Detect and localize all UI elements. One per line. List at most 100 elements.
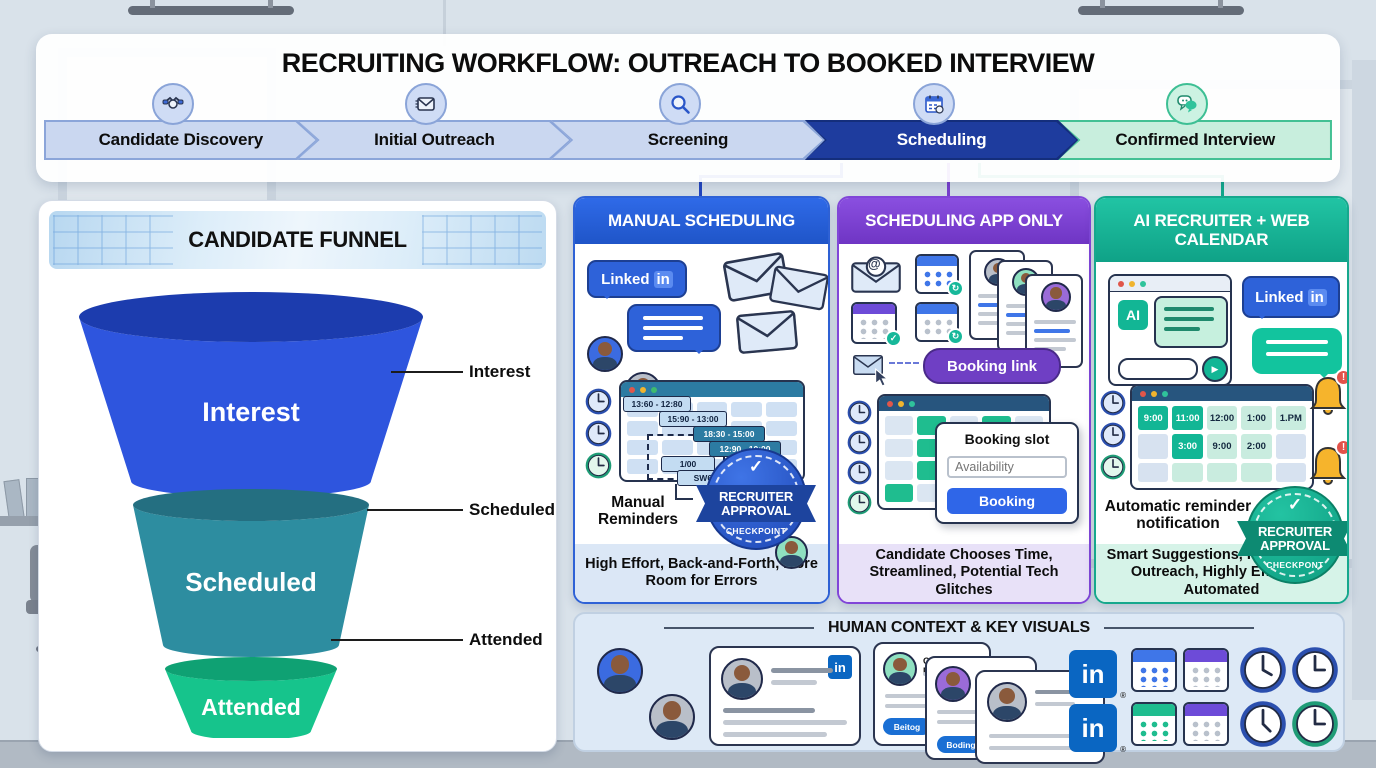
window-titlebar [621,382,803,397]
green-chat-bubble [1252,328,1342,378]
leader-line [391,371,463,373]
call-badge-icon: ✓ [885,330,902,347]
badge-line: RECRUITER [718,488,794,504]
time-slot-chip[interactable]: 13:60 - 12:80 [623,396,691,412]
ai-badge: AI [1118,300,1148,330]
human-context-panel: HUMAN CONTEXT & KEY VISUALS in Cendidste… [573,612,1345,764]
stage-screening[interactable]: Screening [551,83,825,160]
funnel-chart: Interest Scheduled Attended [79,292,423,738]
wall-edge [1352,60,1376,700]
dashed-link-line [889,362,919,364]
window-titlebar [879,396,1049,411]
linkedin-wordmark: Linked [1255,288,1304,306]
caption-connector [675,484,693,500]
sync-badge-icon: ↻ [947,280,964,297]
clock-icon [1100,454,1126,480]
at-glyph: @ [868,256,881,271]
time-cell[interactable]: 11:00 [1172,406,1203,431]
ai-chat-bubble [1154,296,1228,348]
manual-reminders-caption: Manual Reminders [597,494,679,529]
column-footer: High Effort, Back-and-Forth, More Room f… [575,544,828,602]
clock-icon [847,460,872,485]
header-grid-decoration [422,215,542,265]
column-title: SCHEDULING APP ONLY [839,198,1089,244]
time-cell[interactable]: 1.PM [1275,406,1306,431]
envelope-icon [405,83,448,125]
time-cell[interactable]: 12:00 [1206,406,1238,431]
column-title: AI RECRUITER + WEB CALENDAR [1096,198,1347,262]
stage-confirmed-interview[interactable]: Confirmed Interview [1058,83,1332,160]
window-titlebar [1110,276,1230,292]
clock-icon [585,452,612,479]
booking-chip[interactable]: Beitog [883,718,931,735]
time-cell[interactable]: 2:00 [1241,434,1272,459]
linkedin-logo: in [828,655,852,679]
calendar-icon [1131,648,1177,692]
booking-chip[interactable]: Boding [937,736,985,753]
time-slot-chip[interactable]: 18:30 - 15:00 [693,426,765,442]
leader-line [331,639,463,641]
time-cell[interactable] [1275,434,1306,459]
calendar-icon [1183,702,1229,746]
clock-icon [585,388,612,415]
linkedin-in-badge: in [1307,288,1327,306]
title-line [664,627,815,629]
booking-link-pill[interactable]: Booking link [923,348,1061,384]
stage-scheduling[interactable]: Scheduling [805,83,1079,160]
calendar-icon [1183,648,1229,692]
badge-line: CHECKPOINT [725,526,787,536]
time-cell[interactable]: 9:00 [1138,406,1169,431]
clock-icon [847,430,872,455]
lamp-stem [443,0,446,46]
clock-icon [1100,422,1126,448]
clock-icon [1240,647,1286,693]
time-cell[interactable] [1138,434,1169,459]
time-cell[interactable]: 9:00 [1206,434,1238,459]
bottom-title: HUMAN CONTEXT & KEY VISUALS [828,619,1090,636]
stage-candidate-discovery[interactable]: Candidate Discovery [44,83,318,160]
send-icon[interactable]: ▶ [1202,356,1228,382]
check-icon: ✓ [748,457,764,476]
time-grid: 9:00 11:00 12:00 1:00 1.PM 3:00 9:00 2:0… [1138,406,1306,482]
page-title: RECRUITING WORKFLOW: OUTREACH TO BOOKED … [281,48,1095,78]
badge-line: APPROVAL [721,502,791,518]
avatar [649,694,695,740]
badge-line: CHECKPONT [1266,560,1324,570]
linkedin-in-badge: in [653,270,673,288]
calendar-icon [912,83,955,125]
header-grid-decoration [53,215,173,265]
search-icon [658,83,701,125]
time-slot-chip[interactable]: 15:90 - 13:00 [659,411,727,427]
booking-button[interactable]: Booking [947,488,1067,514]
auto-reminder-caption: Automatic reminder notification [1104,498,1252,533]
time-cell[interactable]: 1:00 [1241,406,1272,431]
stage-initial-outreach[interactable]: Initial Outreach [298,83,572,160]
column-title: MANUAL SCHEDULING [575,198,828,244]
clock-icon [1100,390,1126,416]
envelope-icon [736,310,798,354]
registered-mark: ® [1120,745,1126,754]
envelope-icon [769,265,828,311]
book [3,479,25,519]
ai-chat-window: AI ▶ [1108,274,1232,386]
linkedin-logo: in® [1069,650,1126,700]
badge-line: RECRUITER [1257,523,1333,539]
calendar-icon [1131,702,1177,746]
registered-mark: ® [1120,691,1126,700]
availability-input[interactable] [947,456,1067,478]
chat-icon [1166,83,1209,125]
avatar [597,648,643,694]
funnel-stage-label: Scheduled [185,567,316,597]
stage-label: Initial Outreach [374,130,495,149]
bottom-title-row: HUMAN CONTEXT & KEY VISUALS [575,619,1343,637]
chat-input[interactable] [1118,358,1198,380]
check-icon: ✓ [1287,495,1303,514]
time-cell[interactable]: 3:00 [1172,434,1203,459]
ceiling-lamp [1078,6,1244,15]
booking-slot-popup: Booking slot Booking [935,422,1079,524]
